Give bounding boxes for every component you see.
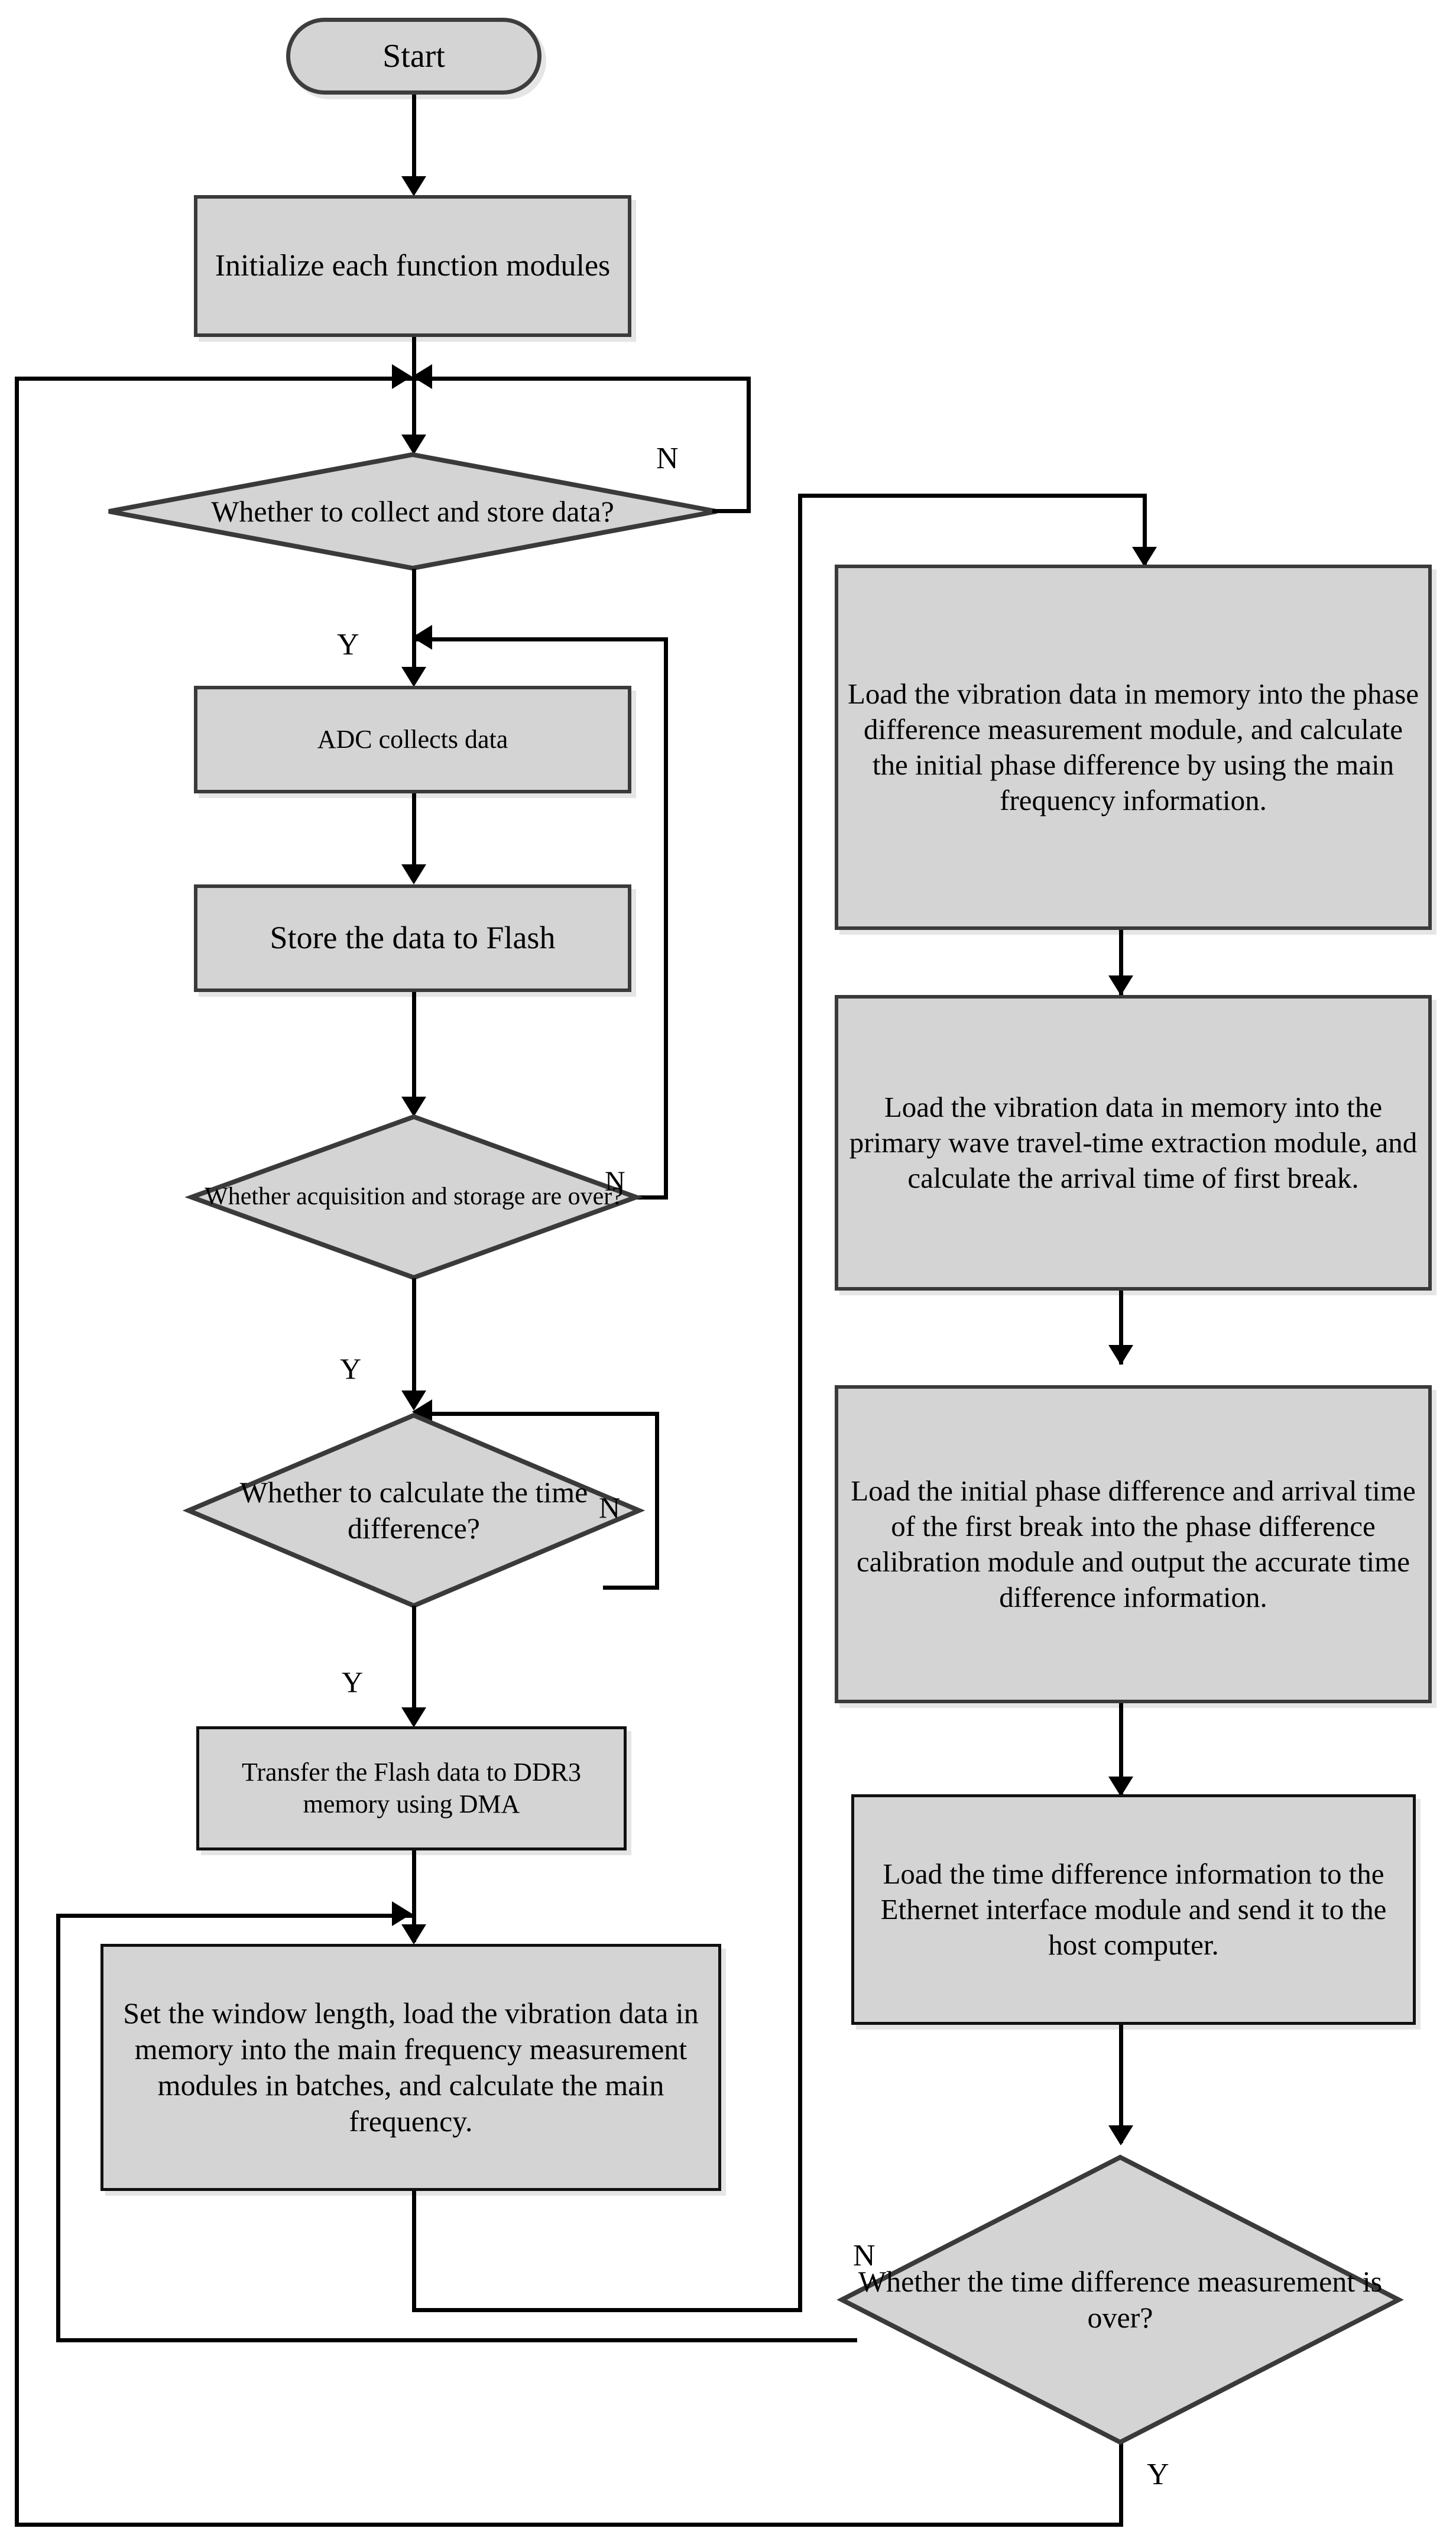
edge-store-to-decision bbox=[412, 992, 416, 1104]
edge-calctime-n-up bbox=[655, 1412, 659, 1589]
arrowhead-down-measover bbox=[1108, 2125, 1133, 2145]
node-calibration-label: Load the initial phase difference and ar… bbox=[851, 1474, 1416, 1613]
arrowhead-down-ethernet bbox=[1108, 1777, 1133, 1797]
arrowhead-down-phasediff bbox=[1132, 547, 1157, 567]
edge-storage-y-down bbox=[412, 1278, 416, 1399]
edge-measover-n-into-mainfreq bbox=[56, 1914, 414, 1918]
arrowhead-down-mainfreq bbox=[401, 1924, 426, 1944]
node-first-break: Load the vibration data in memory into t… bbox=[835, 995, 1432, 1291]
arrowhead-down-calibration bbox=[1108, 1345, 1133, 1365]
edge-collect-n-up bbox=[747, 378, 751, 511]
edge-label-meas-over-n: N bbox=[853, 2239, 875, 2273]
edge-label-storage-over-y: Y bbox=[340, 1352, 362, 1385]
node-adc-collect: ADC collects data bbox=[194, 686, 631, 793]
node-ethernet-send-label: Load the time difference information to … bbox=[880, 1858, 1387, 1961]
arrowhead-down-storage-decision bbox=[401, 1097, 426, 1117]
edge-adc-to-store bbox=[412, 793, 416, 873]
edge-collect-n-return-top bbox=[414, 377, 751, 381]
node-initialize-modules: Initialize each function modules bbox=[194, 195, 631, 337]
node-decision-collect-store: Whether to collect and store data? bbox=[106, 452, 719, 571]
node-store-flash: Store the data to Flash bbox=[194, 884, 631, 992]
edge-mainfreq-right bbox=[412, 2308, 802, 2312]
edge-phasediff-to-firstbreak bbox=[1119, 930, 1123, 995]
edge-measover-n-vert bbox=[56, 1914, 60, 2342]
node-start-label: Start bbox=[382, 37, 445, 74]
edge-calctime-y-down bbox=[412, 1606, 416, 1715]
node-main-frequency: Set the window length, load the vibratio… bbox=[100, 1944, 721, 2191]
edge-collect-y-down bbox=[412, 569, 416, 675]
edge-measover-n-horiz bbox=[56, 2338, 857, 2342]
edge-label-storage-over-n: N bbox=[605, 1166, 625, 1197]
edge-firstbreak-to-calibration bbox=[1119, 1291, 1123, 1364]
edge-label-collect-y: Y bbox=[337, 628, 359, 662]
node-calibration: Load the initial phase difference and ar… bbox=[835, 1385, 1432, 1703]
arrowhead-down-store bbox=[401, 864, 426, 884]
edge-junction-to-decision-collect bbox=[412, 378, 416, 442]
node-decision-storage-over: Whether acquisition and storage are over… bbox=[184, 1114, 643, 1281]
edge-storage-n-return bbox=[414, 637, 668, 641]
node-first-break-label: Load the vibration data in memory into t… bbox=[849, 1091, 1418, 1194]
edge-collect-n-out bbox=[712, 509, 751, 513]
edge-into-phasediff bbox=[1143, 495, 1147, 566]
arrowhead-right-junction bbox=[392, 364, 412, 389]
edge-ethernet-to-decision bbox=[1119, 2025, 1123, 2143]
arrowhead-right-mainfreq bbox=[392, 1901, 412, 1926]
node-phase-difference: Load the vibration data in memory into t… bbox=[835, 565, 1432, 930]
node-main-frequency-label: Set the window length, load the vibratio… bbox=[123, 1996, 699, 2138]
edge-label-calc-time-y: Y bbox=[342, 1665, 364, 1699]
node-decision-collect-store-label: Whether to collect and store data? bbox=[211, 494, 614, 528]
edge-calctime-n-return bbox=[414, 1412, 659, 1416]
edge-measover-y-down bbox=[1119, 2442, 1123, 2524]
arrowhead-down-adc bbox=[401, 667, 426, 687]
arrowhead-down-dma bbox=[401, 1707, 426, 1727]
node-initialize-modules-label: Initialize each function modules bbox=[215, 249, 611, 283]
edge-outer-loop-top bbox=[15, 377, 412, 381]
edge-calctime-n-out bbox=[603, 1586, 659, 1590]
node-ethernet-send: Load the time difference information to … bbox=[851, 1794, 1416, 2025]
node-decision-calc-time: Whether to calculate the time difference… bbox=[182, 1412, 646, 1609]
arrowhead-left-adc-return bbox=[412, 625, 432, 650]
edge-mainfreq-top-right bbox=[798, 494, 1147, 498]
node-store-flash-label: Store the data to Flash bbox=[270, 920, 556, 956]
edge-label-collect-n: N bbox=[656, 442, 679, 475]
node-dma-transfer: Transfer the Flash data to DDR3 memory u… bbox=[196, 1726, 627, 1850]
edge-outer-loop-left-vert bbox=[15, 378, 19, 2527]
edge-start-to-init bbox=[412, 95, 416, 183]
edge-init-to-junction bbox=[412, 337, 416, 381]
node-decision-measurement-over-label: Whether the time difference measurement … bbox=[858, 2265, 1383, 2334]
edge-mainfreq-right-up bbox=[798, 494, 802, 2312]
edge-dma-to-mainfreq bbox=[412, 1850, 416, 1942]
edge-label-meas-over-y: Y bbox=[1147, 2458, 1169, 2491]
node-phase-difference-label: Load the vibration data in memory into t… bbox=[847, 678, 1419, 816]
node-start: Start bbox=[286, 18, 541, 95]
arrowhead-down-firstbreak bbox=[1108, 975, 1133, 996]
edge-storage-n-up bbox=[664, 637, 668, 1199]
node-decision-storage-over-label: Whether acquisition and storage are over… bbox=[205, 1183, 623, 1211]
edge-mainfreq-down bbox=[412, 2191, 416, 2312]
node-adc-collect-label: ADC collects data bbox=[317, 725, 508, 754]
node-dma-transfer-label: Transfer the Flash data to DDR3 memory u… bbox=[242, 1758, 581, 1819]
edge-calibration-to-ethernet bbox=[1119, 1703, 1123, 1795]
arrowhead-down-decision-collect bbox=[401, 435, 426, 455]
edge-label-calc-time-n: N bbox=[599, 1491, 621, 1524]
arrowhead-down bbox=[401, 176, 426, 196]
node-decision-measurement-over: Whether the time difference measurement … bbox=[836, 2154, 1404, 2445]
edge-outer-loop-bottom bbox=[15, 2523, 1123, 2527]
node-decision-calc-time-label: Whether to calculate the time difference… bbox=[239, 1476, 588, 1545]
